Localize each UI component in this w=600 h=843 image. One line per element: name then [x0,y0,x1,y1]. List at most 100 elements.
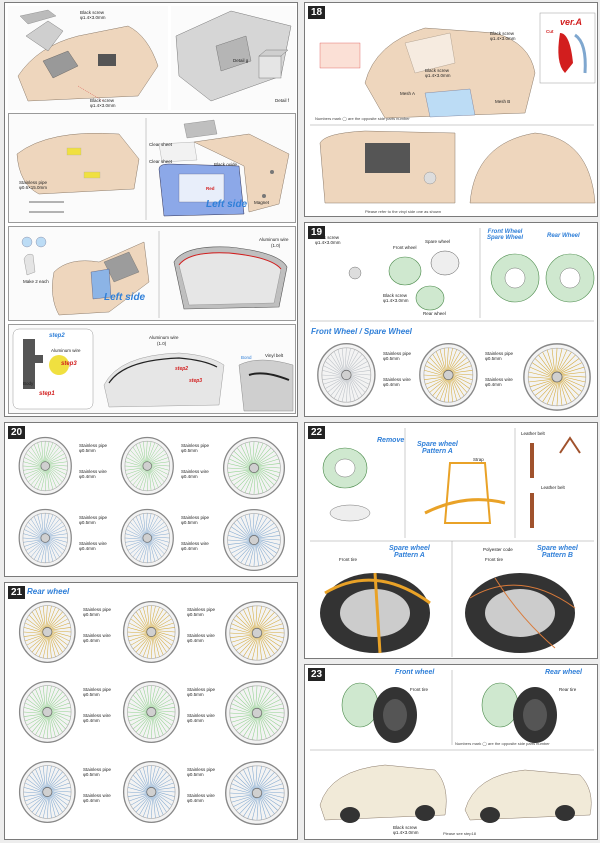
wire-label: Stainless wire [181,541,209,546]
wire-label: Stainless wire [83,793,111,798]
front-wheel-header: Front wheel [395,669,435,676]
pipe-size: φ0.5mm [79,520,96,525]
pipe-size: φ0.5mm [79,448,96,453]
step-17-panel: 17 Black screw φ1.4×3.0mm Black screw φ1… [4,2,298,417]
front-wheel-label: Front wheel [393,245,417,250]
front-tire-label-2: Front tire [485,557,504,562]
wire-wheel-side-a [18,760,76,824]
screw-size: φ1.4×3.0mm [393,830,419,835]
wheel-figure [221,435,287,505]
clear-sheet-label-1: Clear sheet [149,142,173,147]
pipe-label: Stainless pipe [19,180,48,185]
step-number: 23 [308,668,326,681]
wheel-figure [13,599,79,669]
wire-label: Stainless wire [79,469,107,474]
pipe-label: Stainless pipe [83,607,112,612]
step-23-panel: 23 Front wheel Rear wheel Front tire Rea… [304,664,598,840]
wire-size: φ0.4mm [181,474,198,479]
wire-size: φ0.4mm [187,638,204,643]
wire-size: φ0.4mm [485,382,502,387]
pipe-size: φ0.5mm [187,612,204,617]
wire-wheel-side-a [18,436,72,496]
step-17-seat-view: Black screw φ1.4×3.0mm Black screw φ1.4×… [8,6,168,110]
pipe-label: Stainless pipe [83,767,112,772]
step-number: 20 [8,426,26,439]
wheel-figure [13,759,79,829]
wheel-figure [115,435,177,501]
pipe-label: Stainless pipe [187,767,216,772]
front-tire-label: Front tire [410,687,429,692]
pipe-label: Stainless pipe [187,687,216,692]
ver-a-label: ver.A [560,17,583,27]
wire-wheel-side-b [120,508,174,568]
step-number: 21 [8,586,26,599]
wire-label: Stainless wire [187,633,215,638]
screw2-size: φ1.4×3.0mm [383,298,409,303]
screw-label: Black screw [315,235,340,240]
screw-label: Black screw [393,825,418,830]
wire-size: φ0.4mm [383,382,400,387]
step-17-seat-sub: Make 2 each Left side Aluminum wire (1.0… [8,226,296,321]
pipe-label: Stainless pipe [83,687,112,692]
screw-label: Black screw [80,10,105,15]
rear-wheel-label: Rear wheel [423,311,446,316]
pipe-label: Stainless pipe [187,607,216,612]
wire-size: φ0.4mm [79,474,96,479]
pipe-size: φ0.5mm [485,356,502,361]
pipe-label: Stainless pipe [383,351,412,356]
step3b-label: step3 [189,378,203,384]
note-opposite-side: Numbers mark ◯ are the opposite side par… [315,116,410,121]
step-number: 18 [308,6,326,19]
wire-label: Stainless wire [485,377,513,382]
clear-sheet-label-2: Clear sheet [149,159,173,164]
wire-wheel-side-a [18,680,76,744]
pipe-size: φ0.5mm [83,612,100,617]
step3-label: step3 [61,361,77,367]
wire-wheel-silver-side [317,343,376,407]
wheel-figure [223,679,291,751]
cut-label: Cut [546,29,554,34]
pattern-a-header: Spare wheel Pattern A [417,441,458,455]
wire-wheel-side-b [122,680,180,744]
spare-wheel-label: Spare wheel [425,239,451,244]
screw-label-2: Black screw [90,98,115,103]
leather-belt-label: Leather belt [521,431,545,436]
wire-wheel-side-a [18,508,72,568]
step-18-panel: 18 Black screw φ1.4×3.0mm Black screw φ1… [304,2,598,217]
remove-label: Remove [377,437,405,444]
rear-tire-label: Rear tire [559,687,577,692]
wheel-figure [311,341,379,413]
aluminum-wire-size-2: (1.0) [157,341,167,346]
wire-label: Stainless wire [79,541,107,546]
screw-size-2: φ1.4×3.0mm [90,103,116,108]
leather-belt-label-2: Leather belt [541,485,565,490]
polyester-cord-label: Polyester code [483,547,513,552]
step-17-window-sub: step2 step3 Aluminum wire step1 Body Alu… [8,324,296,414]
step-19-panel: 19 Black screw φ1.4×3.0mm Black screw φ1… [304,222,598,417]
wheel-figure [117,599,183,669]
note-see-step: Please see step18 [443,831,476,836]
wheel-figure [13,507,75,573]
wheel-figure [13,435,75,501]
wire-size: φ0.4mm [187,718,204,723]
detail-g-label: Detail g [233,58,249,63]
wire-wheel-gold-face [523,343,591,411]
wire-label: Stainless wire [187,793,215,798]
screw-size: φ1.4×3.0mm [80,15,106,20]
wire-size: φ0.4mm [181,546,198,551]
pipe-label: Stainless pipe [485,351,514,356]
wire-size: φ0.4mm [79,546,96,551]
left-side-title: Left side [206,199,248,210]
pipe-size: φ0.5mm [181,520,198,525]
red-label: Red [206,186,215,191]
pipe-label: Stainless pipe [181,443,210,448]
wire-wheel-side-b [122,760,180,824]
pipe-size: φ0.5mm [383,356,400,361]
wire-size: φ0.4mm [83,798,100,803]
wire-wheel-side-b [120,436,174,496]
body-label: Body [23,381,34,386]
step-22-panel: 22 Remove Spare wheel Pattern A Strap [304,422,598,659]
screw-size: φ1.4×3.0mm [315,240,341,245]
